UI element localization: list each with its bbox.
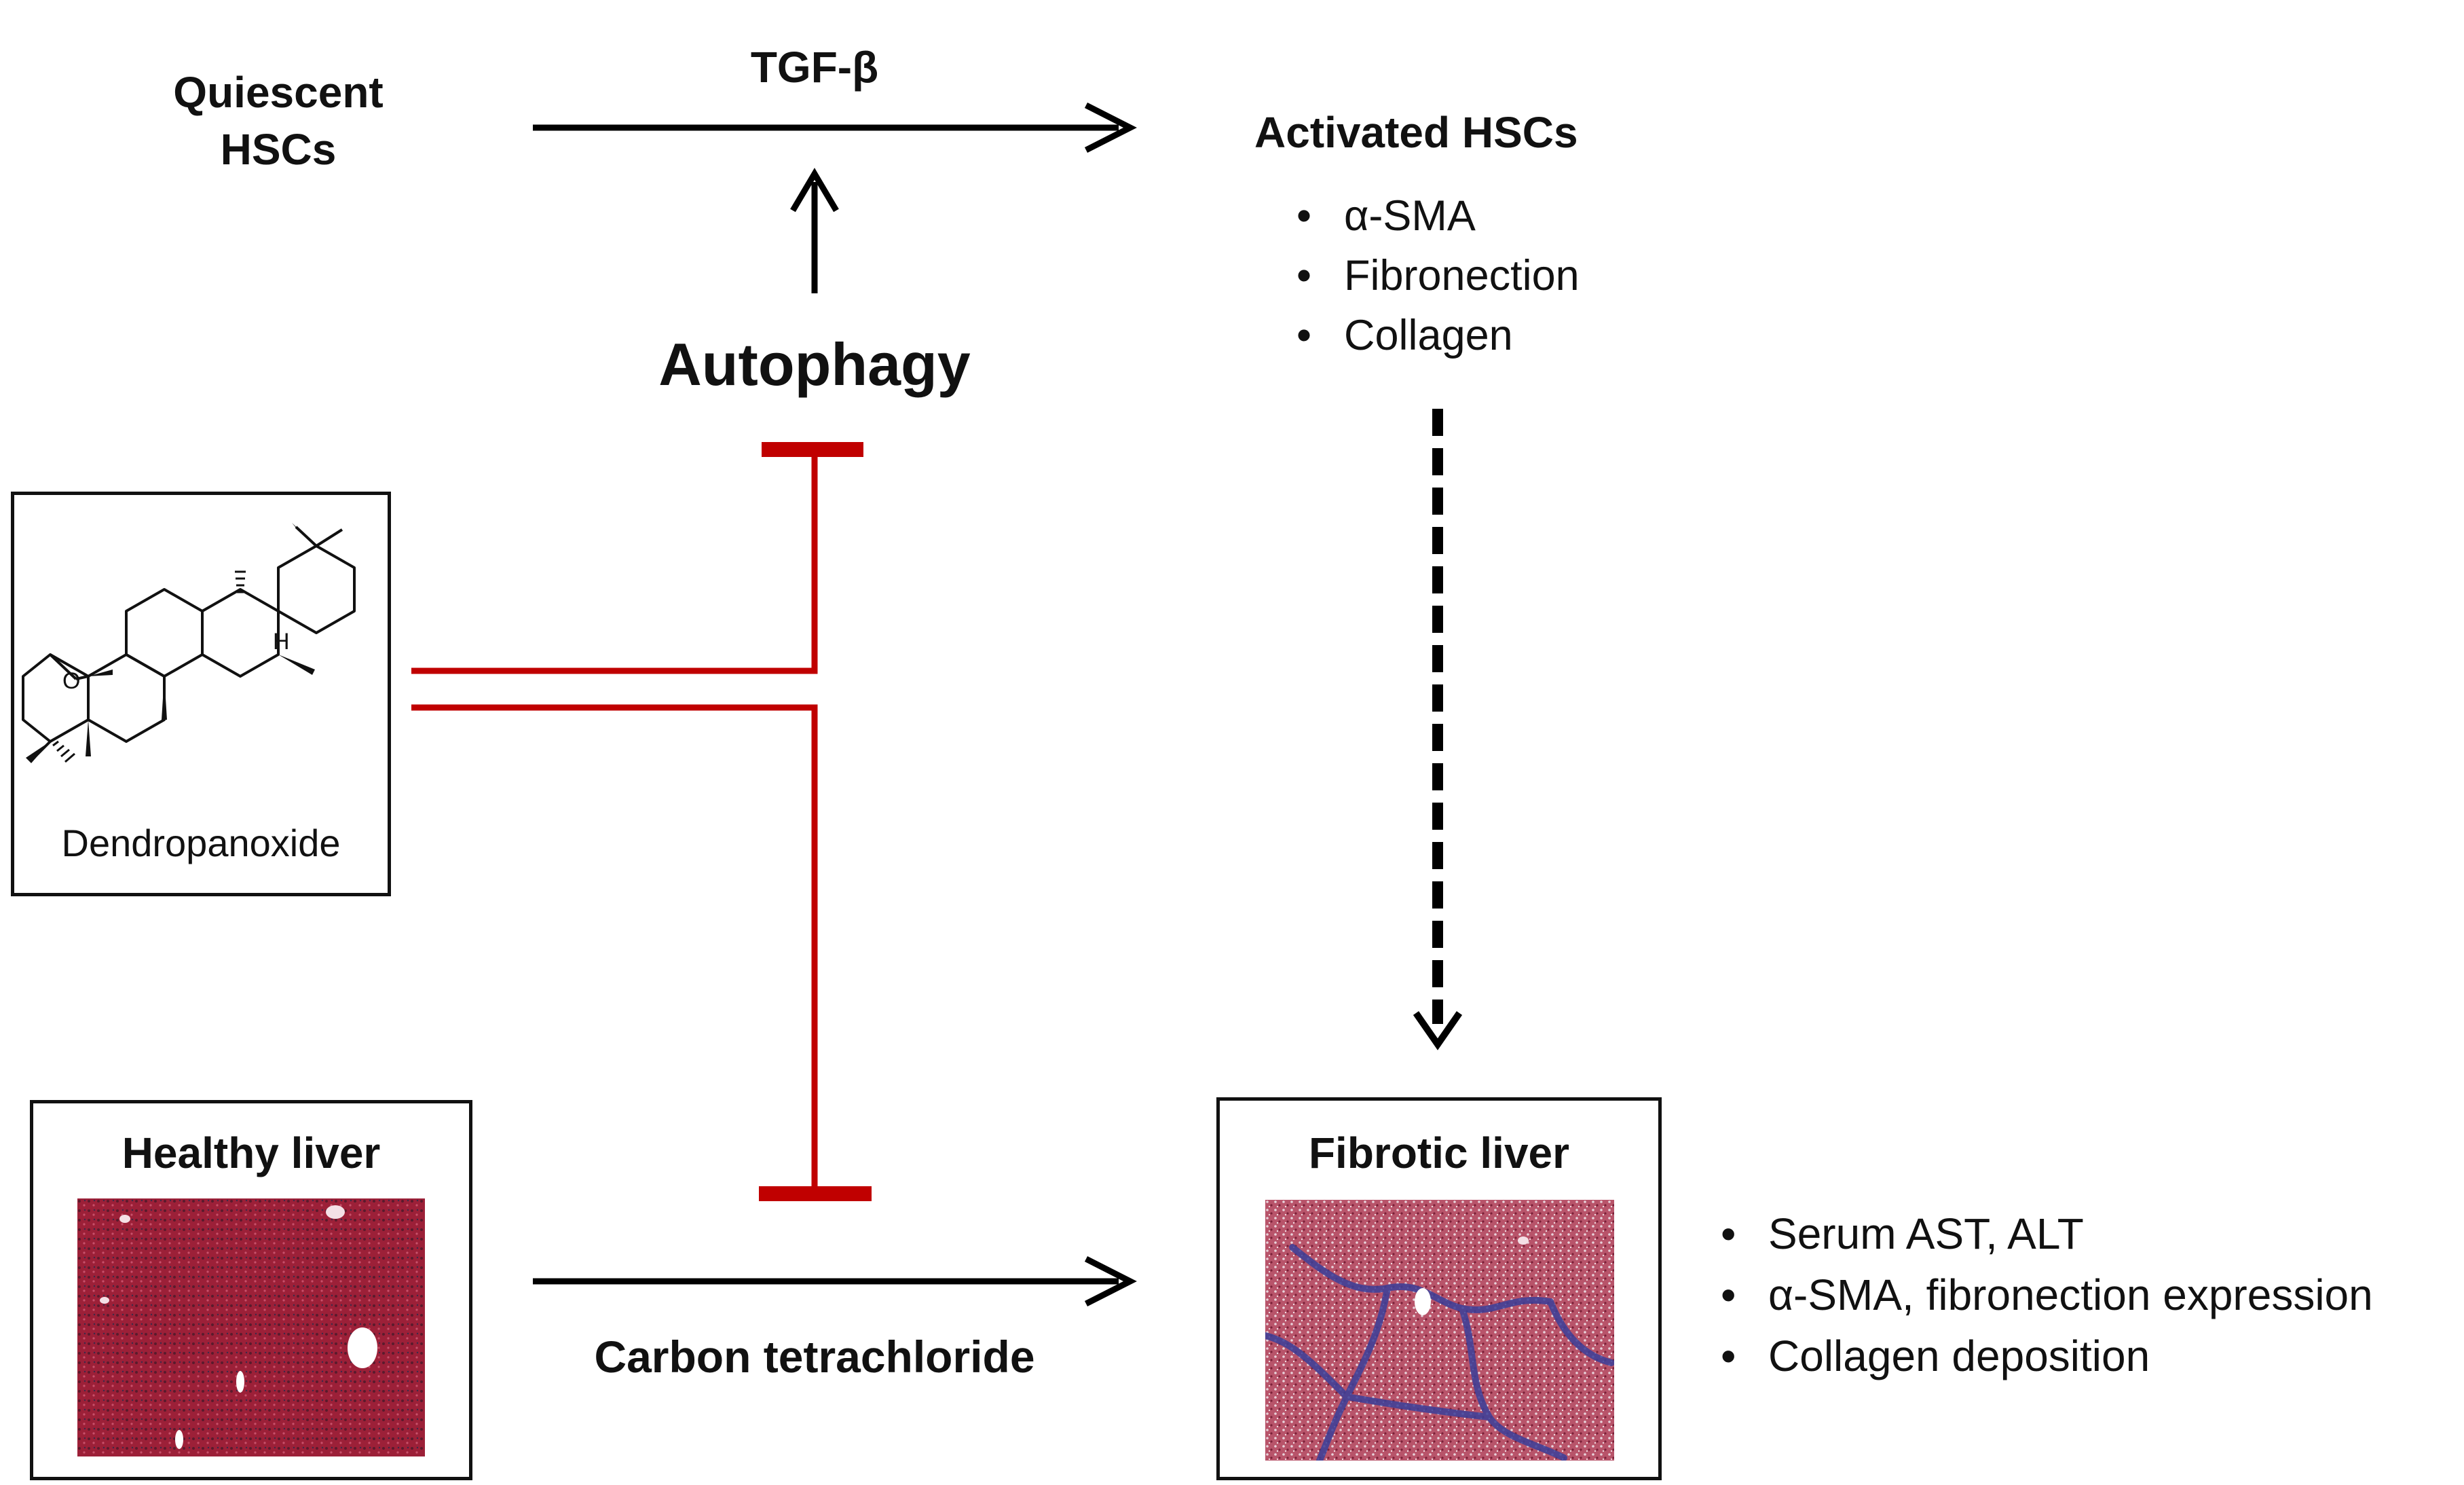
outcome-item: α-SMA, fibronection expression xyxy=(1721,1270,2373,1320)
healthy-liver-histology xyxy=(77,1198,425,1456)
healthy-liver-label: Healthy liver xyxy=(122,1129,381,1177)
hydrogen-atom: H xyxy=(273,629,290,655)
marker-item: Fibronection xyxy=(1296,251,1580,300)
marker-item: Collagen xyxy=(1296,311,1580,360)
autophagy-arrow xyxy=(790,168,839,293)
fibrotic-liver-box: Fibrotic liver xyxy=(1216,1097,1662,1480)
outcome-item: Serum AST, ALT xyxy=(1721,1209,2373,1259)
marker-item: α-SMA xyxy=(1296,191,1580,240)
tgf-beta-label: TGF-β xyxy=(750,43,879,92)
outcome-item: Collagen deposition xyxy=(1721,1331,2373,1381)
fibrosis-outcomes-list: Serum AST, ALT α-SMA, fibronection expre… xyxy=(1721,1209,2373,1381)
carbon-tetrachloride-label: Carbon tetrachloride xyxy=(594,1332,1035,1382)
activated-markers-list: α-SMA Fibronection Collagen xyxy=(1296,191,1580,360)
autophagy-label: Autophagy xyxy=(658,331,971,398)
inhibit-autophagy-line xyxy=(411,442,863,674)
ccl4-arrow xyxy=(533,1255,1137,1307)
quiescent-hscs-label: Quiescent HSCs xyxy=(173,68,384,174)
inhibit-ccl4-line xyxy=(411,704,872,1201)
dashed-progression-arrow xyxy=(1413,409,1463,1050)
activated-hscs-label: Activated HSCs xyxy=(1254,108,1578,157)
dendropanoxide-box: O H Dendropanoxide xyxy=(11,492,391,896)
fibrotic-liver-histology xyxy=(1265,1200,1614,1461)
tgf-arrow xyxy=(533,102,1137,153)
fibrotic-liver-label: Fibrotic liver xyxy=(1308,1129,1570,1177)
healthy-liver-box: Healthy liver xyxy=(30,1100,472,1480)
oxygen-atom: O xyxy=(62,668,80,694)
dendropanoxide-structure: O H xyxy=(22,523,356,763)
dendropanoxide-label: Dendropanoxide xyxy=(61,822,341,864)
